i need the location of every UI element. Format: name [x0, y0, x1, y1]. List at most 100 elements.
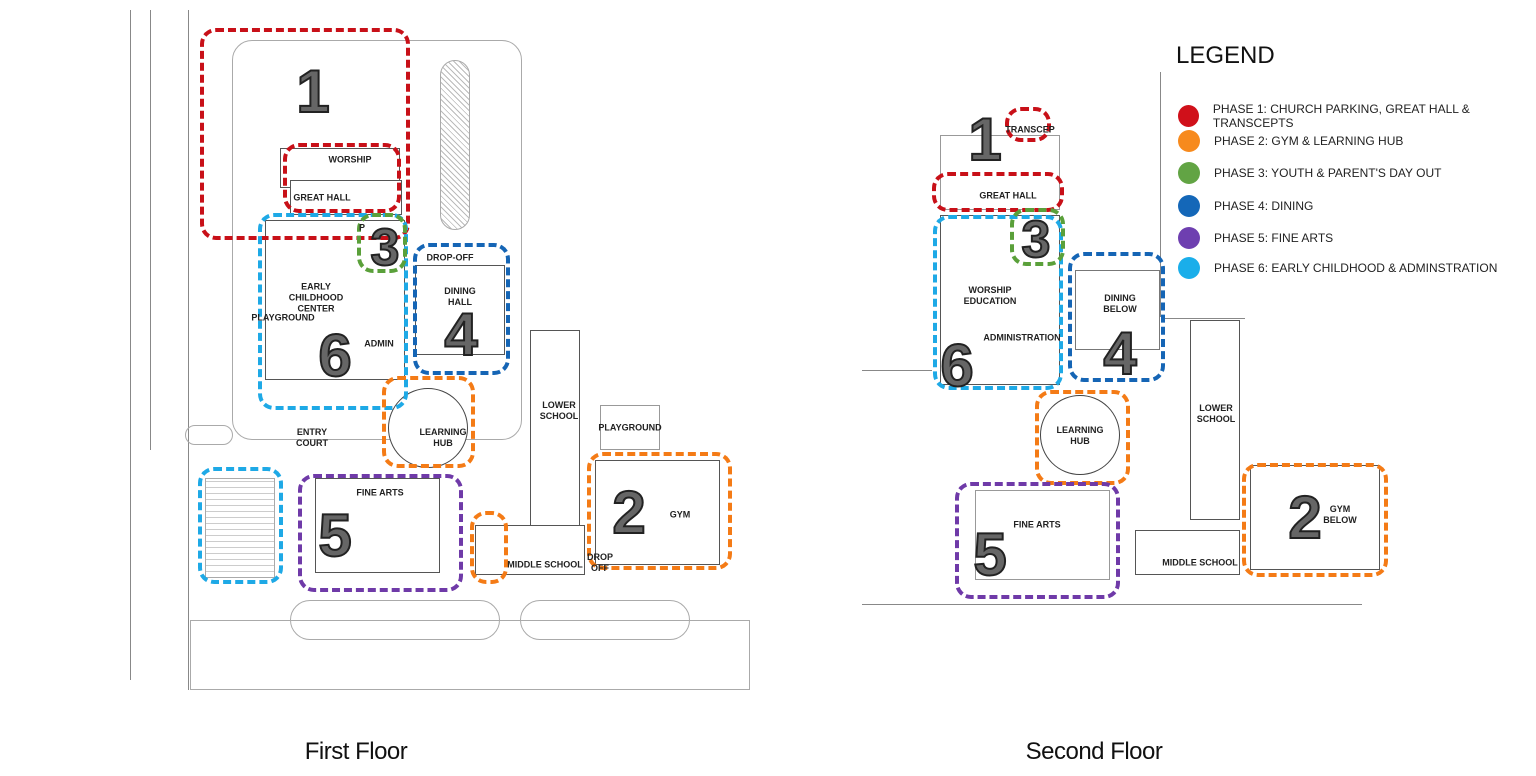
phase-3-zone: [357, 213, 407, 273]
site-line: [1165, 318, 1245, 319]
room-label-worship-education: WORSHIP EDUCATION: [963, 285, 1017, 306]
phase-number-5-second: 5: [972, 521, 1007, 588]
phase-1-zone-transcept: [1005, 107, 1051, 142]
road-edge: [150, 10, 151, 450]
room-label-admin: ADMIN: [364, 338, 394, 349]
first-floor-title: First Floor: [304, 738, 408, 765]
legend-item-phase-6: PHASE 6: EARLY CHILDHOOD & ADMINSTRATION: [1178, 257, 1497, 279]
learning-hub-building-2: [1040, 395, 1120, 475]
gym-building-2: [1250, 465, 1380, 570]
room-label-middle-school-2: MIDDLE SCHOOL: [1162, 557, 1238, 568]
phase-6-zone-parking: [198, 467, 283, 584]
room-label-lower-school-2: LOWER SCHOOL: [1196, 403, 1236, 424]
legend-item-phase-3: PHASE 3: YOUTH & PARENT'S DAY OUT: [1178, 162, 1441, 184]
phase-1-zone-worship: [283, 143, 401, 213]
phase-5-color-dot-icon: [1178, 227, 1200, 249]
phase-1-zone: [200, 28, 410, 240]
middle-school-building: [475, 525, 585, 575]
legend-item-phase-2: PHASE 2: GYM & LEARNING HUB: [1178, 130, 1403, 152]
playground-area: [600, 405, 660, 450]
room-label-drop-off: DROP-OFF: [426, 252, 474, 263]
fine-arts-building-2: [975, 490, 1110, 580]
legend-label: PHASE 5: FINE ARTS: [1214, 231, 1334, 245]
room-label-middle-school: MIDDLE SCHOOL: [507, 559, 583, 570]
legend-title: LEGEND: [1176, 42, 1275, 69]
site-line: [862, 370, 932, 371]
room-label-p: P: [358, 222, 366, 233]
phase-2-zone-gym-2: [1242, 463, 1388, 577]
legend-label: PHASE 3: YOUTH & PARENT'S DAY OUT: [1214, 166, 1442, 180]
parking-island: [440, 60, 470, 230]
room-label-lower-school: LOWER SCHOOL: [539, 400, 579, 421]
phase-6-zone: [258, 213, 408, 410]
room-label-early-childhood: EARLY CHILDHOOD CENTER: [288, 281, 344, 314]
phase-number-1: 1: [295, 58, 330, 125]
room-label-fine-arts-2: FINE ARTS: [1013, 519, 1061, 530]
parking-lot: [232, 40, 522, 440]
phase-number-6-second: 6: [939, 332, 974, 399]
phase-number-4-second: 4: [1102, 320, 1137, 387]
second-floor-title: Second Floor: [1025, 738, 1163, 765]
phase-1-color-dot-icon: [1178, 105, 1199, 127]
phase-5-zone: [298, 474, 463, 592]
room-label-gym: GYM: [669, 509, 691, 520]
dining-building-2: [1075, 270, 1160, 350]
legend-item-phase-5: PHASE 5: FINE ARTS: [1178, 227, 1333, 249]
room-label-playground: PLAYGROUND: [251, 312, 315, 323]
lower-school-building: [530, 330, 580, 530]
legend-item-phase-1: PHASE 1: CHURCH PARKING, GREAT HALL & TR…: [1178, 102, 1536, 130]
phase-2-zone-link: [470, 511, 508, 584]
phase-1-zone-great-hall: [932, 172, 1064, 212]
early-childhood-building: [265, 220, 405, 380]
parking-west: [205, 478, 275, 578]
phase-number-6: 6: [317, 322, 352, 389]
legend-label: PHASE 4: DINING: [1214, 199, 1314, 213]
room-label-great-hall-2: GREAT HALL: [979, 190, 1037, 201]
phase-number-3-second: 3: [1021, 211, 1052, 269]
phase-5-zone-2: [955, 482, 1120, 599]
phase-3-zone-2: [1010, 208, 1065, 266]
south-road: [190, 620, 750, 690]
divider-line: [1160, 72, 1161, 317]
room-label-drop-off-south: DROP OFF: [586, 552, 614, 573]
room-label-learning-hub: LEARNING HUB: [419, 427, 467, 448]
room-label-dining-hall: DINING HALL: [444, 286, 476, 307]
phase-number-2-second: 2: [1287, 484, 1322, 551]
room-label-playground-east: PLAYGROUND: [598, 422, 662, 433]
phase-number-1-second: 1: [967, 106, 1002, 173]
phase-number-2: 2: [611, 479, 646, 546]
room-label-dining-below: DINING BELOW: [1103, 293, 1137, 314]
traffic-island: [185, 425, 233, 445]
legend-label: PHASE 2: GYM & LEARNING HUB: [1214, 134, 1404, 148]
lower-school-building-2: [1190, 320, 1240, 520]
room-label-great-hall: GREAT HALL: [293, 192, 351, 203]
room-label-fine-arts: FINE ARTS: [356, 487, 404, 498]
middle-school-building-2: [1135, 530, 1240, 575]
phase-number-4: 4: [443, 301, 478, 368]
site-line: [862, 604, 1362, 605]
legend-item-phase-4: PHASE 4: DINING: [1178, 195, 1313, 217]
phase-4-zone-2: [1068, 252, 1165, 382]
room-label-learning-hub-2: LEARNING HUB: [1056, 425, 1104, 446]
phase-number-5: 5: [317, 502, 352, 569]
legend-label: PHASE 6: EARLY CHILDHOOD & ADMINSTRATION: [1214, 261, 1498, 275]
room-label-worship: WORSHIP: [328, 154, 372, 165]
phase-2-zone-gym: [587, 452, 732, 570]
road-edge: [188, 10, 189, 690]
phase-6-zone-2: [933, 215, 1063, 390]
room-label-gym-below: GYM BELOW: [1323, 504, 1357, 525]
phase-3-color-dot-icon: [1178, 162, 1200, 184]
phase-4-zone: [413, 243, 510, 375]
room-label-entry-court: ENTRY COURT: [296, 427, 328, 448]
phase-4-color-dot-icon: [1178, 195, 1200, 217]
room-label-administration: ADMINISTRATION: [983, 332, 1061, 343]
phase-2-zone-hub: [382, 376, 475, 468]
road-edge: [130, 10, 131, 680]
room-label-transcept: TRANSCEP: [1005, 124, 1055, 135]
phase-6-color-dot-icon: [1178, 257, 1200, 279]
legend-label: PHASE 1: CHURCH PARKING, GREAT HALL & TR…: [1212, 102, 1470, 130]
fine-arts-building: [315, 478, 440, 573]
phase-2-color-dot-icon: [1178, 130, 1200, 152]
gym-building: [595, 460, 720, 565]
phase-number-3: 3: [370, 219, 401, 277]
